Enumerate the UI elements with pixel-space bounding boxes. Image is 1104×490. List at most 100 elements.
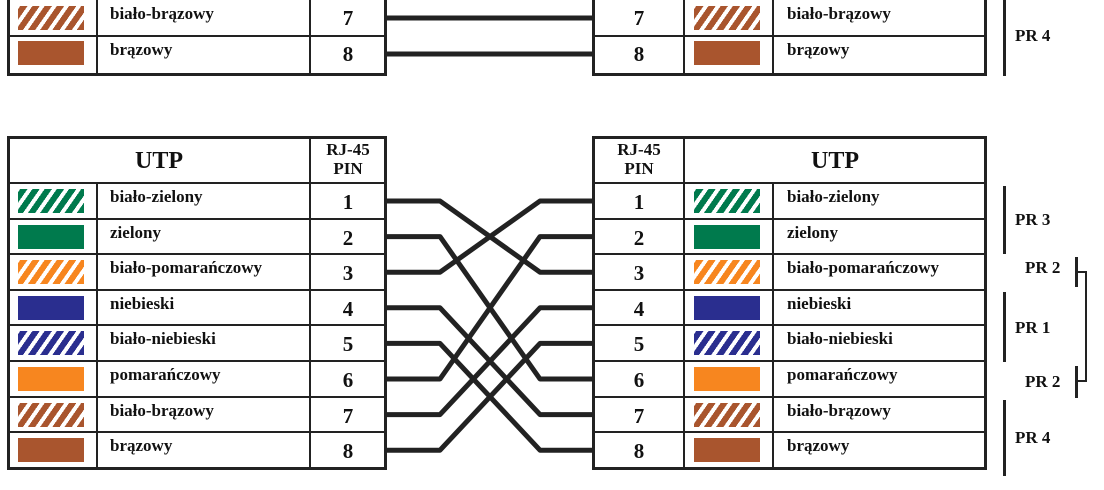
top-left-swatch-white-brown [18,6,84,30]
top-right-row-line [594,35,985,37]
top-right-table-fragment [592,0,987,76]
left-row-label: biało-zielony [110,187,203,206]
pr2-bottom-label: PR 2 [1025,372,1061,391]
top-right-divider-pin [683,0,685,74]
left-row-label: biało-niebieski [110,329,216,349]
top-left-divider-label [309,0,311,74]
left-row-pin: 8 [342,439,354,464]
left-row-label: brązowy [110,436,173,456]
wire-pin-6-to-2 [387,234,592,382]
top-right-label-8: brązowy [787,40,850,59]
left-row-pin: 6 [342,368,354,392]
wire-pin-3-to-1 [387,198,592,275]
left-row-divider [9,253,385,256]
right-utp-table [592,136,987,470]
left-rj45-header: RJ-45 [326,140,370,159]
left-row-divider [9,324,385,327]
right-row-divider [594,288,985,291]
pr2-bracket-bottom-stem [1075,366,1078,398]
right-swatch-green [694,224,760,249]
top-left-pin-8: 8 [342,42,354,66]
left-swatch-blue [18,295,84,320]
left-swatch-white-green [18,189,84,213]
right-divider-pin [683,139,685,467]
left-header-line [9,182,385,184]
right-header-line [594,182,985,184]
right-rj45-header: RJ-45 [617,140,661,159]
right-row-pin: 7 [633,403,645,428]
right-swatch-white-orange [694,260,760,285]
pr2-bracket-top-tick [1075,271,1087,273]
top-left-row-line [9,35,385,37]
left-pin-header: PIN [333,159,363,178]
right-row-label: biało-niebieski [787,329,893,349]
wire-pin-7-to-4 [387,305,592,418]
left-row-label: biało-pomarańczowy [110,258,263,278]
left-row-divider [9,217,385,220]
right-swatch-white-blue [694,331,760,356]
top-right-pin-8: 8 [633,42,645,66]
left-divider-pin [309,139,311,467]
left-swatch-white-orange [18,260,84,285]
right-pin-header: PIN [624,159,654,178]
pr4-label: PR 4 [1015,428,1051,447]
right-row-pin: 2 [633,225,645,250]
right-swatch-orange [694,367,760,391]
pr1-bracket [1003,292,1006,362]
right-row-divider [594,253,985,256]
top-right-swatch-white-brown [694,6,760,30]
right-row-label: pomarańczowy [787,365,898,384]
right-row-label: brązowy [787,436,850,456]
top-left-label-8: brązowy [110,40,173,59]
pr2-bracket-bottom-tick [1075,380,1087,382]
pr3-label: PR 3 [1015,210,1051,229]
left-row-pin: 1 [342,190,354,214]
top-left-swatch-brown [18,41,84,65]
left-row-divider [9,395,385,398]
right-row-label: niebieski [787,293,852,313]
pr2-top-label: PR 2 [1025,258,1061,277]
top-right-pin-7: 7 [633,6,645,30]
right-row-pin: 5 [633,332,645,357]
right-swatch-blue [694,295,760,320]
left-swatch-white-blue [18,331,84,356]
left-utp-header: UTP [135,148,183,174]
right-row-label: biało-brązowy [787,400,891,420]
right-row-divider [594,324,985,327]
left-row-pin: 7 [342,403,354,428]
top-pr4-label: PR 4 [1015,26,1051,45]
left-row-label: niebieski [110,293,175,313]
pr2-bracket-connector [1085,271,1087,381]
right-swatch-brown [694,438,760,463]
left-row-label: pomarańczowy [110,365,221,384]
left-swatch-orange [18,367,84,391]
top-left-divider-swatch [96,0,98,74]
right-row-label: biało-zielony [787,187,880,206]
pr3-bracket [1003,186,1006,254]
right-swatch-white-brown [694,402,760,427]
left-row-label: zielony [110,222,161,242]
pr4-bracket [1003,400,1006,476]
left-row-pin: 4 [342,296,354,321]
right-row-pin: 8 [633,439,645,464]
right-row-divider [594,217,985,220]
left-row-divider [9,288,385,291]
right-row-label: zielony [787,222,838,242]
right-row-pin: 6 [633,368,645,392]
left-swatch-brown [18,438,84,463]
right-row-divider [594,431,985,434]
top-left-pin-7: 7 [342,6,354,30]
left-row-pin: 5 [342,332,354,357]
top-right-swatch-brown [694,41,760,65]
right-row-divider [594,395,985,398]
left-row-divider [9,360,385,362]
right-row-label: biało-pomarańczowy [787,258,940,278]
top-left-label-7: biało-brązowy [110,4,214,23]
left-swatch-green [18,224,84,249]
pr1-label: PR 1 [1015,318,1051,337]
right-row-pin: 4 [633,296,645,321]
top-pr4-bracket [1003,0,1006,76]
left-row-label: biało-brązowy [110,400,214,420]
wire-pin-8-to-5 [387,340,592,453]
right-utp-header: UTP [811,148,859,174]
